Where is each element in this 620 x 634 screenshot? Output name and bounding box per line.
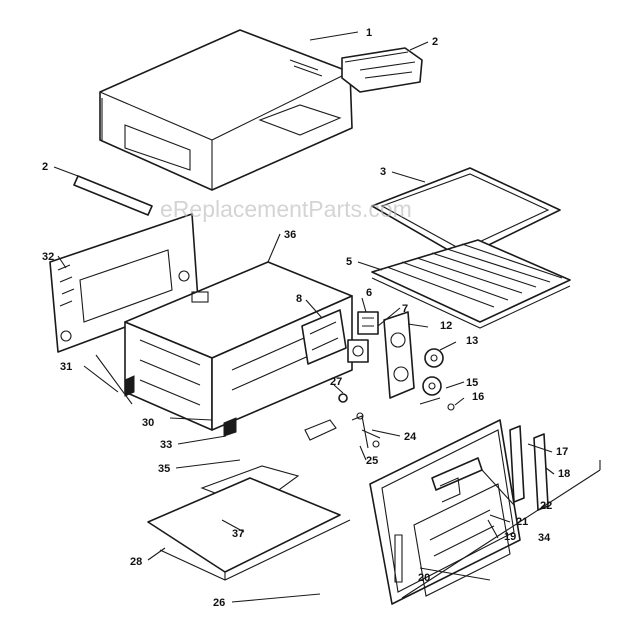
door-seal-part <box>509 425 549 511</box>
callout-26: 26 <box>213 597 225 609</box>
callout-2-upper: 2 <box>432 36 438 48</box>
pin-clip-part <box>447 403 455 411</box>
callout-28: 28 <box>130 556 142 568</box>
door-rod-part <box>394 534 403 583</box>
callout-17: 17 <box>556 446 568 458</box>
screw-part <box>338 393 348 403</box>
callout-13: 13 <box>466 335 478 347</box>
callout-12: 12 <box>440 320 452 332</box>
knob-pin-part <box>419 397 441 405</box>
callout-7: 7 <box>402 303 408 315</box>
callout-6: 6 <box>366 287 372 299</box>
control-knobs-part <box>422 348 444 396</box>
callout-2-lower: 2 <box>42 161 48 173</box>
callout-19: 19 <box>504 531 516 543</box>
callout-24: 24 <box>404 431 417 443</box>
callout-15: 15 <box>466 377 478 389</box>
top-cover-part <box>99 29 353 191</box>
door-bracket-line <box>401 460 601 599</box>
bottom-panel-part <box>147 477 351 581</box>
element-support-part <box>301 309 347 365</box>
control-panel-part <box>383 311 415 399</box>
callout-22: 22 <box>540 500 552 512</box>
callout-25: 25 <box>366 455 378 467</box>
callout-labels: 1 2 2 3 5 6 7 8 12 13 15 16 17 18 19 20 … <box>42 27 570 609</box>
callout-30: 30 <box>142 417 154 429</box>
foot-part <box>124 375 237 437</box>
heating-element-part <box>351 412 381 449</box>
callout-21: 21 <box>516 516 528 528</box>
handle-part-upper <box>341 47 423 93</box>
callout-8: 8 <box>296 293 302 305</box>
callout-leaders <box>53 31 555 603</box>
callout-3: 3 <box>380 166 386 178</box>
back-panel-leader <box>95 354 133 405</box>
callout-32: 32 <box>42 251 54 263</box>
callout-36: 36 <box>284 229 296 241</box>
wire-rack-part <box>371 239 571 329</box>
callout-37: 37 <box>232 528 244 540</box>
callout-33: 33 <box>160 439 172 451</box>
door-frame-part <box>369 419 521 605</box>
callout-5: 5 <box>346 256 352 268</box>
baking-pan-part <box>371 167 561 259</box>
callout-35: 35 <box>158 463 170 475</box>
thermostat-part <box>347 339 369 363</box>
element-wire-part <box>304 419 337 441</box>
callout-18: 18 <box>558 468 570 480</box>
callout-34: 34 <box>538 532 551 544</box>
side-trim-part <box>73 175 153 216</box>
door-glass-part <box>413 483 511 597</box>
callout-1: 1 <box>366 27 372 39</box>
callout-20: 20 <box>418 572 430 584</box>
callout-27: 27 <box>330 376 342 388</box>
callout-31: 31 <box>60 361 72 373</box>
watermark-text: eReplacementParts.com <box>160 196 412 222</box>
switch-part <box>357 311 379 335</box>
callout-16: 16 <box>472 391 484 403</box>
